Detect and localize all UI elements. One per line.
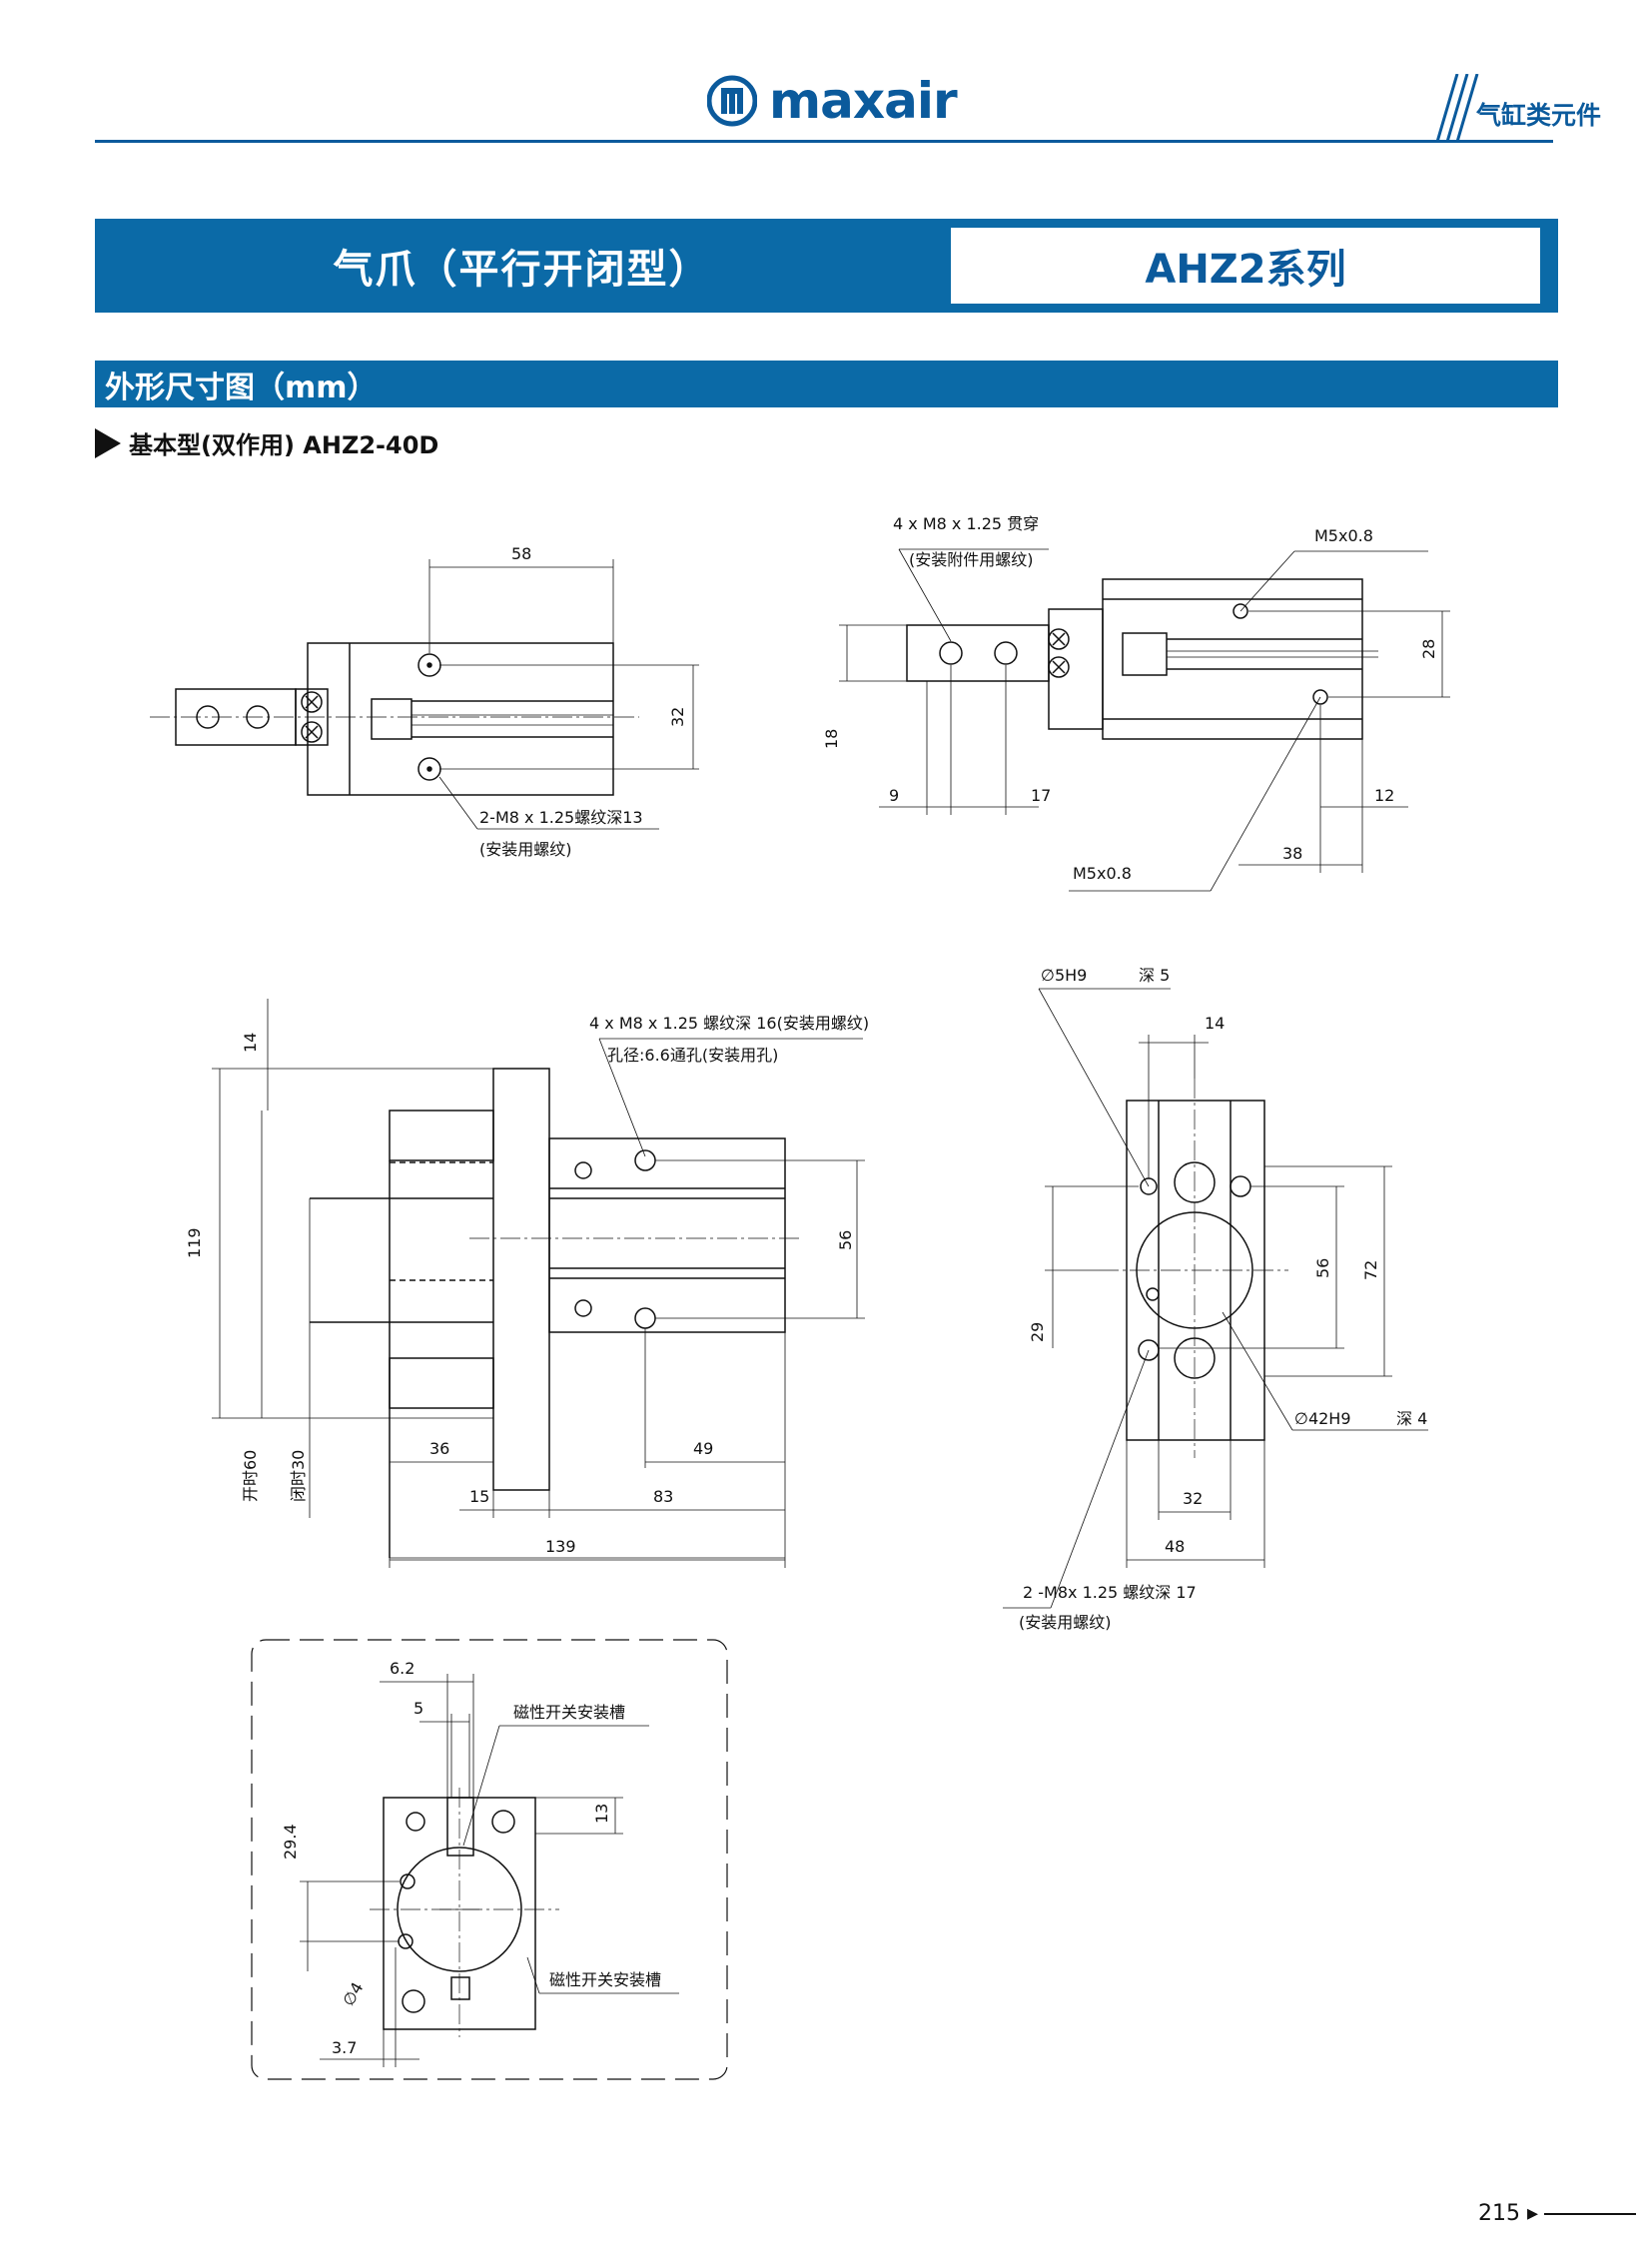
brand-logo: maxair <box>707 72 958 130</box>
dim-label: 14 <box>1205 1014 1225 1033</box>
dim-label: 5 <box>413 1699 423 1718</box>
dim-label: 12 <box>1374 786 1394 805</box>
subsection-title: 外形尺寸图（mm） <box>95 361 1558 407</box>
note-label: (安装附件用螺纹) <box>909 550 1034 569</box>
dim-label: 14 <box>241 1033 260 1053</box>
note-label: 磁性开关安装槽 <box>513 1703 625 1722</box>
dim-label: 29 <box>1028 1322 1047 1342</box>
detail-view <box>251 1639 728 2080</box>
dim-label: 36 <box>429 1439 449 1458</box>
dim-label: 29.4 <box>281 1824 300 1860</box>
note-label: 4 x M8 x 1.25 贯穿 <box>893 514 1039 533</box>
dim-label: 119 <box>185 1227 204 1258</box>
front-view <box>212 999 865 1568</box>
dim-label: 56 <box>1313 1258 1332 1278</box>
dim-label: 17 <box>1031 786 1051 805</box>
note-label: 磁性开关安装槽 <box>549 1970 661 1989</box>
page-number-label: 215 ▸ <box>1478 2201 1539 2226</box>
page-number: 215 ▸ <box>1478 2201 1637 2226</box>
header-rule <box>95 140 1553 143</box>
triangle-bullet-icon <box>95 427 121 458</box>
dim-label: 13 <box>592 1804 611 1824</box>
product-title: 气爪（平行开闭型） <box>333 247 711 293</box>
dim-label: 32 <box>668 707 687 727</box>
dim-label: 83 <box>653 1487 673 1506</box>
top-view <box>150 559 699 830</box>
dim-label: 139 <box>545 1537 576 1556</box>
dim-label: 开时60 <box>241 1450 260 1502</box>
model-heading: 基本型(双作用) AHZ2-40D <box>95 425 438 460</box>
dim-label: 38 <box>1282 844 1302 863</box>
dim-label: 49 <box>693 1439 713 1458</box>
maxair-logo-icon <box>707 75 757 127</box>
dim-label: 6.2 <box>390 1659 414 1678</box>
dim-label: 58 <box>511 544 531 563</box>
page-rule <box>1544 2212 1637 2215</box>
dim-label: 28 <box>1419 639 1438 659</box>
dim-label: 72 <box>1361 1260 1380 1280</box>
note-label: 深 5 <box>1139 966 1170 985</box>
note-label: 深 4 <box>1396 1409 1427 1428</box>
note-label: (安装用螺纹) <box>1019 1613 1112 1632</box>
dim-label: 闭时30 <box>289 1450 308 1502</box>
dim-label: 15 <box>469 1487 489 1506</box>
note-label: 4 x M8 x 1.25 螺纹深 16(安装用螺纹) <box>589 1014 869 1033</box>
note-label: ∅5H9 <box>1041 966 1087 985</box>
dim-label: 56 <box>836 1230 855 1250</box>
dim-label: ∅4 <box>339 1979 368 2009</box>
dim-label: 48 <box>1165 1537 1185 1556</box>
brand-name: maxair <box>769 72 958 130</box>
model-label: 基本型(双作用) AHZ2-40D <box>129 431 439 459</box>
end-view <box>1003 988 1428 1609</box>
note-label: M5x0.8 <box>1314 526 1373 545</box>
side-view <box>839 548 1450 892</box>
dim-label: 9 <box>889 786 899 805</box>
note-label: M5x0.8 <box>1073 864 1132 883</box>
note-label: (安装用螺纹) <box>479 840 572 859</box>
note-label: 孔径:6.6通孔(安装用孔) <box>607 1046 778 1065</box>
section-tag: 气缸类元件 <box>1476 101 1602 130</box>
note-label: 2-M8 x 1.25螺纹深13 <box>479 808 643 827</box>
dim-label: 3.7 <box>332 2038 357 2057</box>
header-stripes-icon <box>1435 74 1479 142</box>
dim-label: 32 <box>1183 1489 1203 1508</box>
note-label: 2 -M8x 1.25 螺纹深 17 <box>1023 1583 1197 1602</box>
dim-label: 18 <box>822 729 841 749</box>
series-title: AHZ2系列 <box>951 228 1540 304</box>
note-label: ∅42H9 <box>1294 1409 1351 1428</box>
